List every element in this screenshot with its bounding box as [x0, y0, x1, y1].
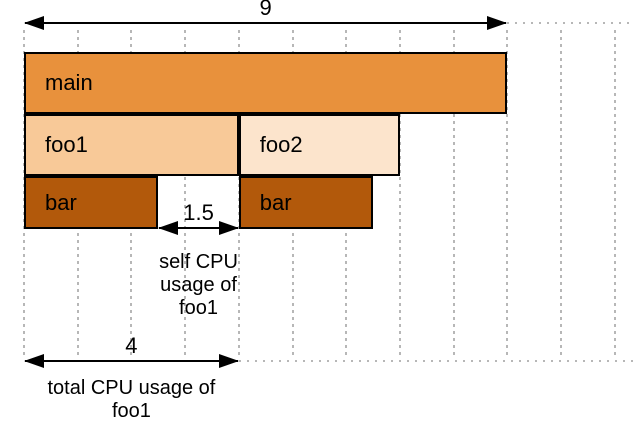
gridline-vertical [560, 30, 562, 356]
gridline-vertical [506, 30, 509, 356]
arrow-shaft [25, 360, 238, 362]
right-arrowhead-icon [218, 354, 239, 368]
arrow-shaft [159, 227, 238, 229]
flame-frame-label: foo1 [45, 132, 88, 157]
flame-frame-label: bar [45, 189, 77, 215]
measure-value-total-program-width: 9 [259, 0, 272, 20]
measure-caption-line: foo1 [179, 297, 218, 319]
dotted-line-bottom-right-extension [238, 360, 633, 362]
measure-arrow-self-cpu-foo1: 1.5 [158, 200, 239, 235]
gridline-vertical [452, 30, 455, 356]
measure-arrow-total-cpu-foo1: 4 [24, 333, 239, 368]
measure-caption-line: foo1 [111, 400, 151, 422]
right-arrowhead-icon [487, 16, 508, 30]
flame-frame-foo1: foo1 [24, 114, 239, 176]
measure-caption-line: total CPU usage of [47, 377, 216, 399]
flame-frame-label: bar [259, 189, 292, 215]
gridline-vertical [613, 30, 616, 356]
gridline-vertical [184, 30, 187, 356]
left-arrowhead-icon [24, 354, 44, 368]
measure-caption-line: self CPU [159, 251, 238, 273]
flame-frame-bar-under-foo1: bar [24, 176, 159, 229]
flame-frame-bar-under-foo2: bar [238, 176, 374, 229]
measure-value-total-cpu-foo1: 4 [125, 332, 138, 358]
flame-frame-main: main [24, 52, 508, 114]
dotted-line-top-right-extension [507, 22, 633, 24]
right-arrowhead-icon [218, 221, 239, 235]
flame-frame-label: foo2 [259, 132, 303, 157]
left-arrowhead-icon [24, 16, 44, 30]
arrow-shaft [25, 22, 507, 24]
gridline-vertical [398, 30, 401, 356]
flame-frame-foo2: foo2 [238, 114, 400, 176]
measure-caption-line: usage of [160, 274, 237, 296]
measure-value-self-cpu-foo1: 1.5 [183, 199, 214, 225]
measure-arrow-total-program-width: 9 [24, 0, 508, 30]
flame-frame-label: main [45, 70, 93, 95]
left-arrowhead-icon [158, 221, 179, 235]
